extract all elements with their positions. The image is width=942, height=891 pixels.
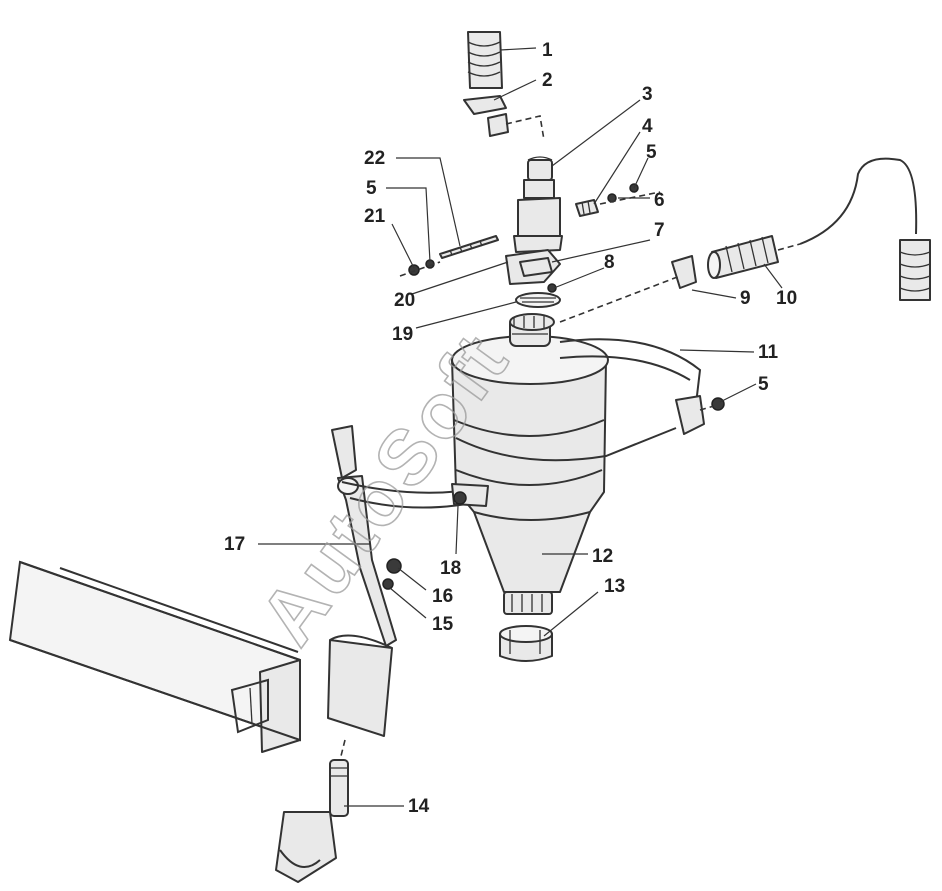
callout-5-top: 5 xyxy=(646,142,657,163)
pin xyxy=(275,739,349,883)
callout-2: 2 xyxy=(542,70,553,91)
callout-4: 4 xyxy=(642,116,653,137)
callout-labels: 1 2 3 4 5 6 22 5 21 7 8 9 10 20 19 11 5 … xyxy=(224,40,797,817)
bracket-arm xyxy=(327,425,397,737)
callout-11: 11 xyxy=(758,342,779,363)
spring-and-nuts xyxy=(575,183,661,217)
callout-19: 19 xyxy=(392,324,413,345)
callout-21: 21 xyxy=(364,206,386,227)
hose-assembly xyxy=(559,157,931,323)
callout-13: 13 xyxy=(604,576,625,597)
leader-lines xyxy=(258,47,783,807)
callout-8: 8 xyxy=(604,252,615,273)
callout-14: 14 xyxy=(408,796,430,817)
callout-9: 9 xyxy=(740,288,751,309)
callout-15: 15 xyxy=(432,614,454,635)
upper-sleeve xyxy=(463,31,545,141)
callout-6: 6 xyxy=(654,190,665,211)
drain-cap xyxy=(499,625,553,662)
frame-rail xyxy=(8,560,301,753)
callout-16: 16 xyxy=(432,586,453,607)
fasteners xyxy=(382,397,725,590)
callout-3: 3 xyxy=(642,84,653,105)
callout-5-right: 5 xyxy=(758,374,769,395)
callout-10: 10 xyxy=(776,288,797,309)
callout-22: 22 xyxy=(364,148,385,169)
valve-lower-parts xyxy=(505,249,561,331)
callout-5-left: 5 xyxy=(366,178,377,199)
callout-17: 17 xyxy=(224,534,245,555)
callout-12: 12 xyxy=(592,546,613,567)
push-rod xyxy=(399,235,499,277)
callout-1: 1 xyxy=(542,40,553,61)
filter-housing xyxy=(451,317,609,615)
valve-body xyxy=(513,156,563,253)
callout-18: 18 xyxy=(440,558,461,579)
callout-7: 7 xyxy=(654,220,665,241)
callout-20: 20 xyxy=(394,290,415,311)
